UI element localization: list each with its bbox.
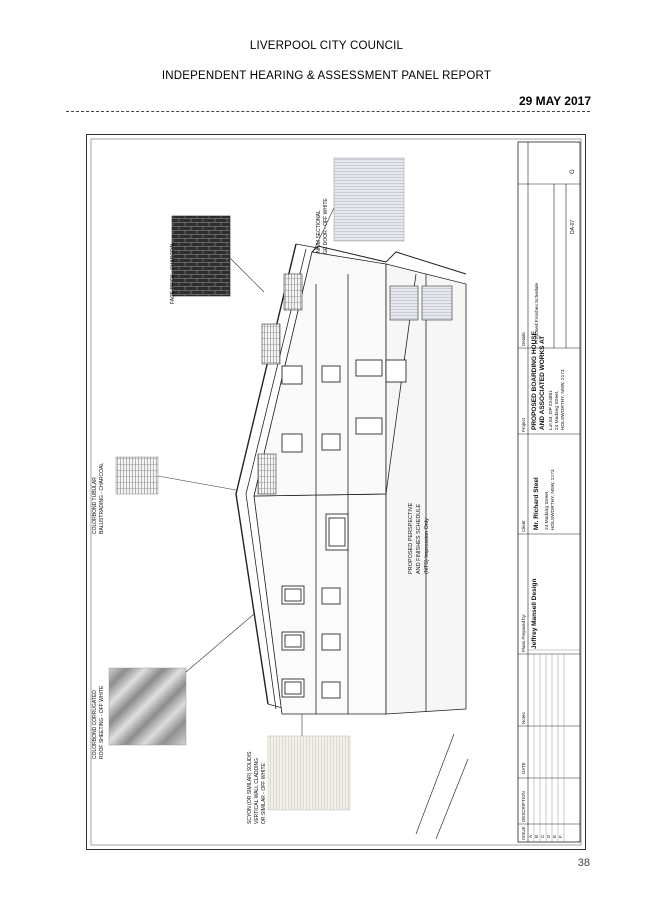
- garage-doors: [389, 285, 453, 321]
- balconies: [257, 273, 303, 495]
- prepared-by-label: Plans Prepared by:: [521, 614, 526, 652]
- garage-door-label-2: GARAGE DOOR - OFF WHITE: [323, 198, 329, 268]
- issue-d: D: [546, 834, 551, 838]
- details-value: Proposed Finishes Schedule: [534, 283, 540, 344]
- project-line-1: PROPOSED BOARDING HOUSE: [531, 330, 538, 430]
- council-title: LIVERPOOL CITY COUNCIL: [249, 40, 404, 52]
- report-date: 29 MAY 2017: [518, 94, 591, 108]
- issue-a: A: [528, 835, 533, 838]
- issue-c: C: [540, 834, 545, 838]
- client-address-1: 24 Madang Street,: [544, 491, 550, 530]
- garage-door-swatch: [333, 157, 405, 242]
- balustrade-label-2: BALUSTRADING - CHARCOAL: [99, 463, 105, 534]
- issue-b: B: [534, 835, 539, 838]
- issue-f: F: [558, 835, 563, 838]
- roof-label-1: COLORBOND CORRUGATED: [92, 690, 98, 759]
- perspective-note: PROPOSED PERSPECTIVE AND FINISHES SCHEDU…: [408, 502, 430, 574]
- project-line-3: Lot 63, DP 224851: [548, 390, 554, 430]
- face-brick-label: FACE BRICK - CHARCOAL: [170, 242, 176, 304]
- cladding-swatch: [267, 735, 351, 811]
- date-header: DATE: [521, 762, 526, 774]
- description-header: DESCRIPTION: [521, 791, 526, 822]
- roof-label-2: ROOF SHEETING - OFF WHITE: [99, 685, 105, 759]
- balustrade-swatch: [115, 456, 159, 495]
- designer-name: Jeffrey Mansell Design: [531, 579, 538, 649]
- client-address-2: HOLSWORTHY, NSW, 2173: [550, 469, 556, 530]
- notes-header: Notes: [521, 711, 526, 724]
- project-line-5: HOLSWORTHY, NSW, 2173: [560, 369, 566, 430]
- project-label: Project: [521, 417, 526, 432]
- architectural-drawing-sheet: FACE BRICK - CHARCOAL ALUMINIUM SECTIONA…: [86, 134, 586, 850]
- project-line-2: AND ASSOCIATED WORKS AT: [539, 336, 546, 430]
- project-line-4: 24 Madang Street,: [554, 391, 560, 430]
- details-label: Details: [521, 331, 526, 346]
- cladding-label-2: VERTICAL WALL CLADDING: [254, 758, 260, 824]
- revision: G: [570, 169, 576, 174]
- perspective-note-line3: (NTS) Impression Only: [424, 518, 430, 574]
- ground-lines: [415, 733, 469, 840]
- leader-lines: [157, 207, 335, 736]
- balustrade-label-1: COLORBOND TUBULAR: [92, 477, 98, 534]
- cladding-label-3: OR SIMILAR - OFF WHITE: [261, 763, 267, 824]
- face-brick-swatch: [171, 215, 231, 297]
- issue-header: ISSUE: [521, 826, 526, 840]
- issue-letters: A B C D E F: [528, 834, 563, 838]
- perspective-note-line1: PROPOSED PERSPECTIVE: [408, 502, 414, 574]
- issue-e: E: [552, 835, 557, 838]
- roof-sheeting-swatch: [108, 667, 187, 746]
- perspective-note-line2: AND FINISHES SCHEDULE: [416, 504, 422, 574]
- sheet-number: DA-07: [570, 220, 576, 234]
- report-title: INDEPENDENT HEARING & ASSESSMENT PANEL R…: [161, 70, 492, 82]
- header-divider: [66, 111, 590, 112]
- windows: [281, 359, 407, 699]
- title-block: ISSUE DESCRIPTION DATE Notes Plans Prepa…: [517, 141, 581, 843]
- client-name: Mr. Richard Steel: [533, 477, 540, 530]
- client-label: Client: [521, 520, 526, 532]
- page-number: 38: [577, 857, 590, 869]
- cladding-label-1: SCYON (OR SIMILAR) SOLIDIS: [247, 751, 253, 824]
